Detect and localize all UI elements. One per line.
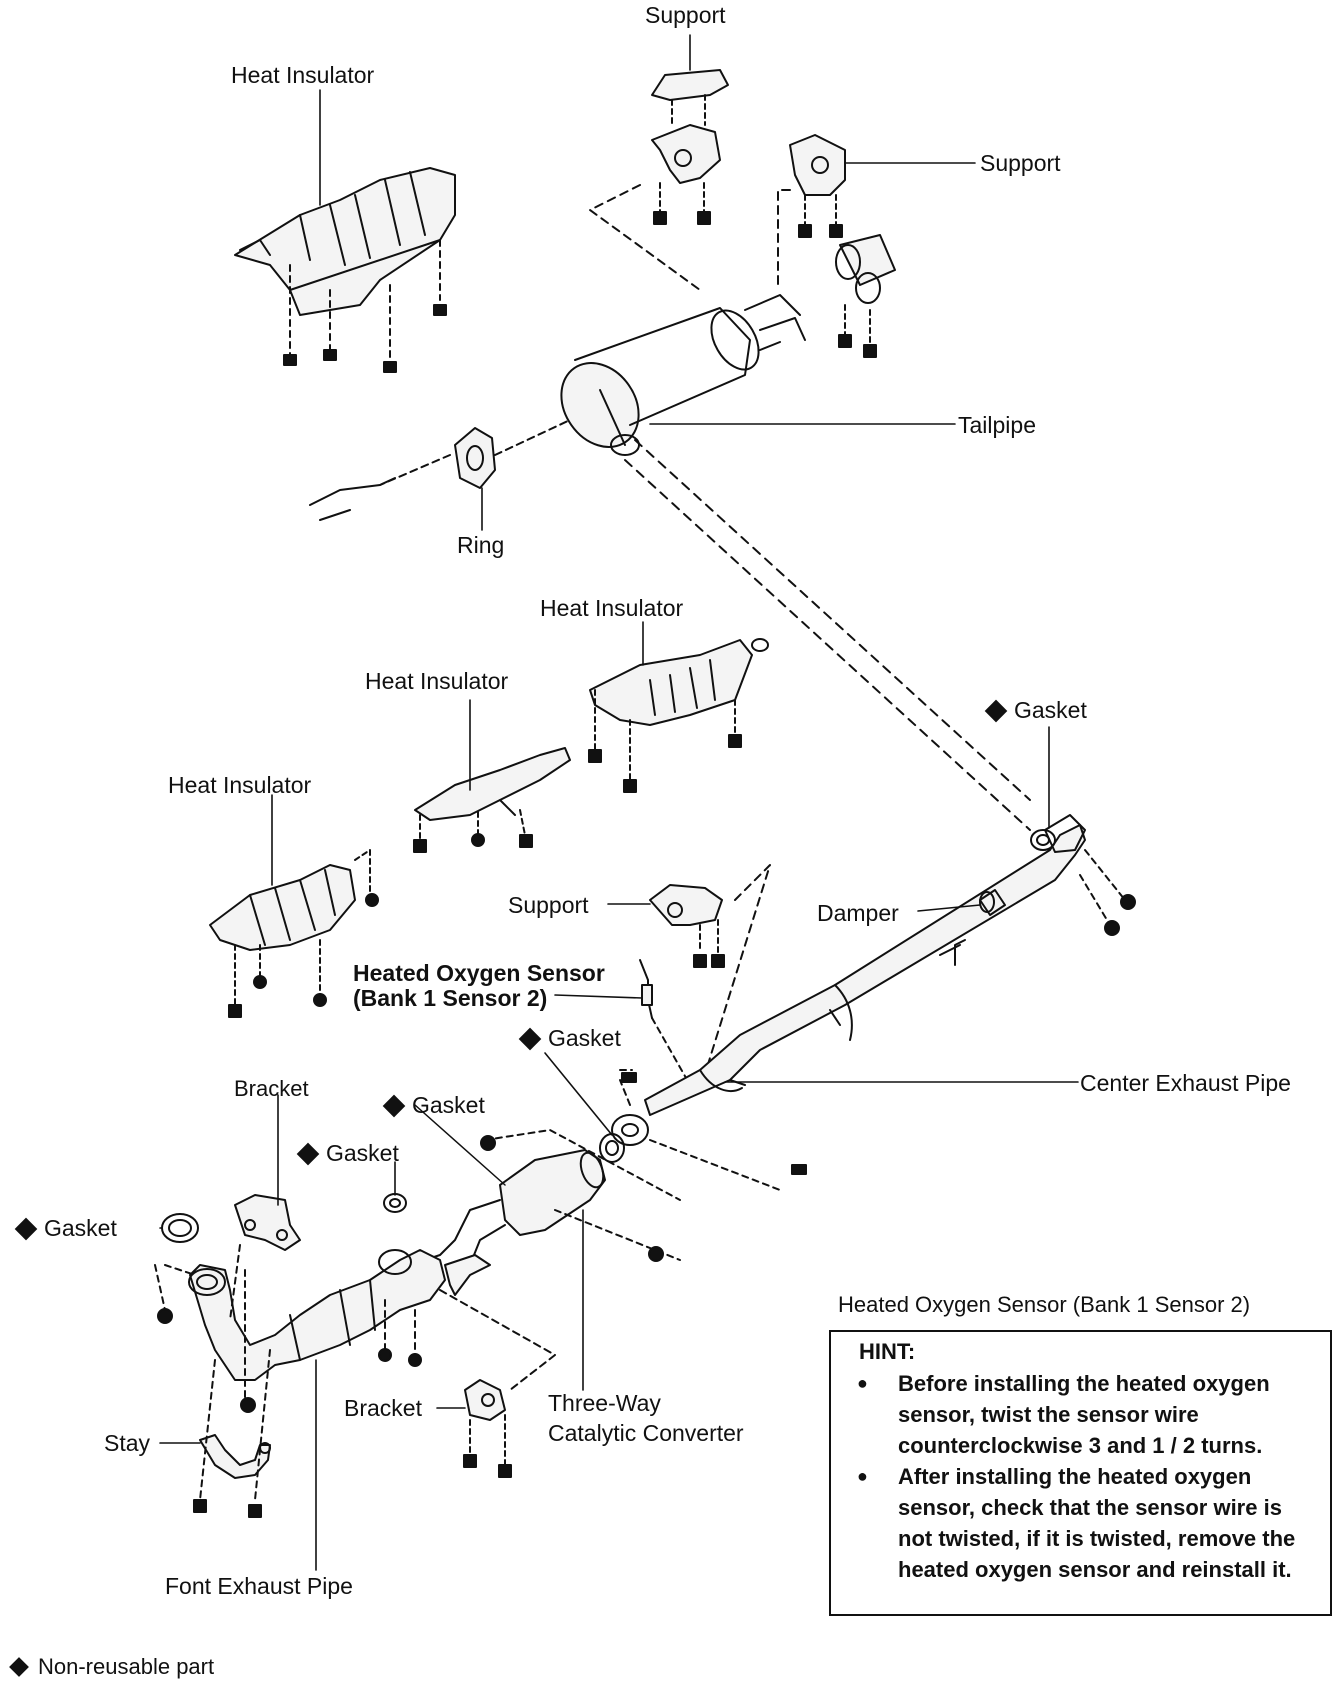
label-heat-insulator-mid3: Heat Insulator <box>168 772 312 798</box>
label-center-exhaust-pipe: Center Exhaust Pipe <box>1080 1070 1291 1096</box>
damper-part <box>980 890 1005 915</box>
gasket-cat-part <box>415 1105 505 1185</box>
front-pipe-nuts <box>158 1309 421 1517</box>
label-tailpipe: Tailpipe <box>958 412 1036 438</box>
gasket-mid-part <box>384 1194 406 1212</box>
label-stay: Stay <box>104 1430 151 1456</box>
label-support-mid: Support <box>508 892 589 918</box>
hint-list: Before installing the heated oxygen sens… <box>851 1368 1316 1585</box>
label-twc-line1: Three-Way <box>548 1390 661 1416</box>
label-bracket-upper: Bracket <box>234 1076 309 1101</box>
non-reusable-diamond-icon <box>518 1027 542 1051</box>
hint-box: HINT: Before installing the heated oxyge… <box>829 1330 1332 1616</box>
label-gasket-right: Gasket <box>984 697 1087 723</box>
hint-title: Heated Oxygen Sensor (Bank 1 Sensor 2) <box>838 1292 1251 1317</box>
non-reusable-diamond-icon <box>296 1142 320 1166</box>
ring-part <box>310 420 570 520</box>
heat-insulator-mid3-part <box>210 850 378 1017</box>
tail-tips <box>836 235 895 357</box>
label-damper: Damper <box>817 900 899 926</box>
oxygen-sensor-part <box>640 960 690 1085</box>
gasket-right-part <box>1031 830 1135 935</box>
label-gasket-center: Gasket <box>518 1025 621 1051</box>
non-reusable-diamond-icon <box>14 1217 38 1241</box>
gasket-left-part <box>162 1214 198 1242</box>
hint-item: After installing the heated oxygen senso… <box>851 1461 1316 1585</box>
front-pipe-fasteners <box>155 1245 415 1500</box>
non-reusable-diamond-icon <box>382 1094 406 1118</box>
label-heat-insulator-mid2: Heat Insulator <box>365 668 509 694</box>
bracket-cat-support <box>445 1255 490 1295</box>
center-exhaust-pipe-part <box>612 815 1085 1145</box>
label-hos-line2: (Bank 1 Sensor 2) <box>353 985 548 1011</box>
label-gasket-left: Gasket <box>14 1215 117 1241</box>
support-right-part <box>778 135 845 290</box>
support-mid-part <box>650 865 770 1090</box>
footnote: Non-reusable part <box>8 1654 214 1680</box>
bracket-lower-part <box>440 1290 555 1477</box>
heat-insulator-top-bolts <box>290 240 440 360</box>
bracket-upper-part <box>235 1195 300 1250</box>
support-top-bolts <box>590 183 710 290</box>
footnote-text: Non-reusable part <box>38 1654 215 1679</box>
label-support-top: Support <box>645 2 726 28</box>
label-gasket-cat: Gasket <box>382 1092 485 1118</box>
label-heat-insulator-top: Heat Insulator <box>231 62 375 88</box>
label-ring: Ring <box>457 532 505 558</box>
label-support-right: Support <box>980 150 1061 176</box>
leader-lines <box>160 35 1078 1570</box>
tailpipe-part <box>546 295 805 462</box>
label-gasket-mid: Gasket <box>296 1140 399 1166</box>
heat-insulator-top-part <box>235 168 455 315</box>
label-bracket-lower: Bracket <box>344 1395 422 1421</box>
heat-insulator-mid2-part <box>414 748 570 852</box>
non-reusable-diamond-icon <box>9 1656 29 1677</box>
hint-heading: HINT: <box>859 1339 916 1364</box>
hint-item: Before installing the heated oxygen sens… <box>851 1368 1316 1461</box>
support-top-part <box>652 70 728 183</box>
heat-insulator-mid1-part <box>589 639 768 792</box>
stay-part <box>200 1435 270 1478</box>
front-exhaust-pipe-part <box>189 1250 445 1380</box>
label-twc-line2: Catalytic Converter <box>548 1420 744 1446</box>
label-heat-insulator-mid1: Heat Insulator <box>540 595 684 621</box>
heat-insulator-top-nuts <box>284 305 446 372</box>
non-reusable-diamond-icon <box>984 699 1008 723</box>
catalytic-converter-part <box>425 1130 680 1265</box>
gasket-center-part <box>600 1070 806 1190</box>
label-hos-line1: Heated Oxygen Sensor <box>353 960 605 986</box>
label-front-exhaust-pipe: Font Exhaust Pipe <box>165 1573 353 1599</box>
